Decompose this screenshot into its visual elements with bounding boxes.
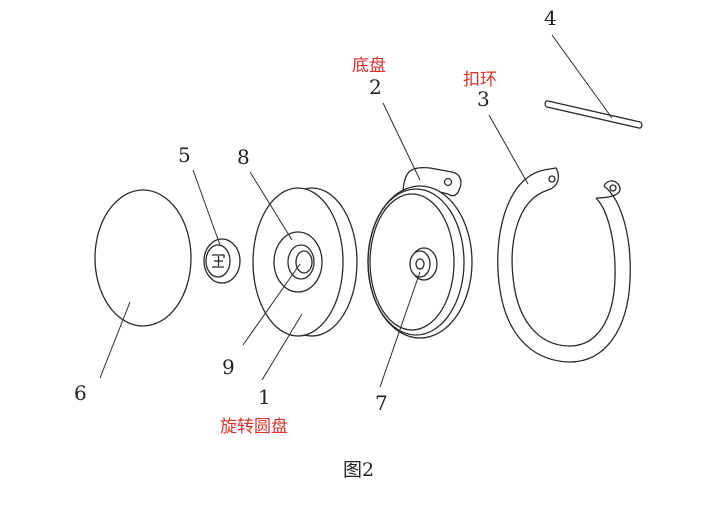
part-annotations: 底盘 扣环 旋转圆盘 xyxy=(220,56,497,437)
label-5: 5 xyxy=(178,143,191,167)
part-3-clasp-ring xyxy=(497,167,631,363)
annotation-clasp-ring: 扣环 xyxy=(463,70,497,90)
leader-lines xyxy=(99,34,613,388)
label-6: 6 xyxy=(74,381,87,405)
label-4: 4 xyxy=(544,6,557,30)
part-5-screw xyxy=(203,238,241,284)
label-8: 8 xyxy=(237,145,250,169)
part-1-rotating-disc xyxy=(252,187,358,337)
part-6-cover-disc xyxy=(94,189,192,327)
label-2: 2 xyxy=(369,75,382,99)
figure-caption: 图2 xyxy=(343,459,374,481)
annotation-base-plate: 底盘 xyxy=(352,56,386,76)
number-labels: 4 2 3 5 8 9 1 6 7 xyxy=(74,6,557,415)
label-9: 9 xyxy=(222,355,235,379)
label-7: 7 xyxy=(375,391,388,415)
part-4-pin xyxy=(544,100,643,129)
label-3: 3 xyxy=(477,87,490,111)
annotation-rotating-disc: 旋转圆盘 xyxy=(220,417,288,437)
part-2-base-plate xyxy=(367,166,473,339)
label-1: 1 xyxy=(258,385,271,409)
